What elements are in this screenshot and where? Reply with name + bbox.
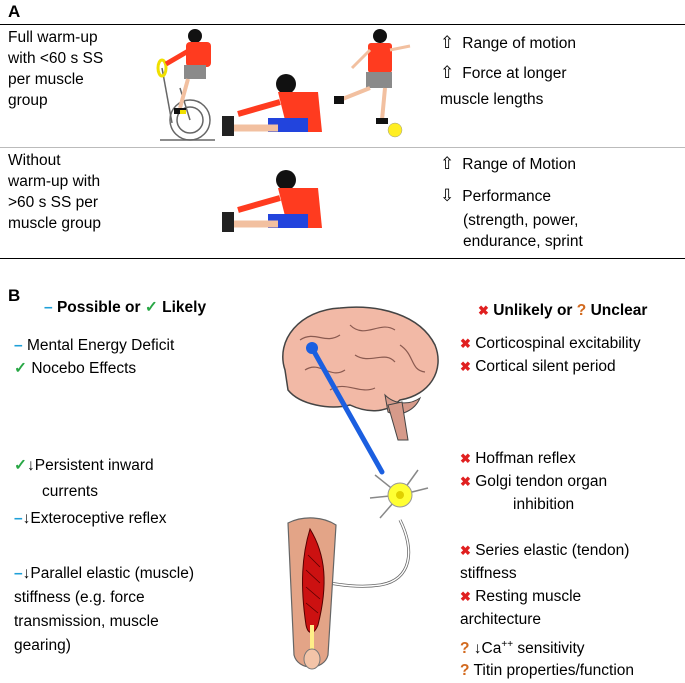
item-corticospinal: ✖ Corticospinal excitability [460,335,641,352]
item-persistent-inward-currents-cont: currents [42,483,98,500]
dash-icon: – [14,510,23,527]
sit-reach-figure-1 [222,74,322,136]
panel-a-top-rule [0,24,685,25]
cross-icon: ✖ [460,543,471,558]
cross-icon: ✖ [460,359,471,374]
up-arrow-icon: ⇧ [440,33,455,52]
corticospinal-tract-line [309,345,385,475]
panel-a-middle-rule [0,147,685,148]
panel-b-letter: B [8,286,21,305]
dash-icon: – [14,565,23,582]
item-series-elastic: ✖ Series elastic (tendon) [460,542,630,559]
row1-effect-force: ⇧Force at longer [440,63,567,82]
row1-effect-rom: ⇧Range of motion [440,33,576,52]
down-arrow-icon: ⇩ [440,186,455,205]
cross-icon: ✖ [460,336,471,351]
item-golgi: ✖ Golgi tendon organ [460,473,608,490]
motor-neuron-illustration [369,469,429,519]
check-icon: ✓ [14,457,27,474]
panel-a-bottom-rule [0,258,685,259]
row1-label: Full warm-up with <60 s SS per muscle gr… [8,29,104,109]
axon-line [323,519,411,588]
question-icon: ? [576,302,587,319]
brain-illustration [282,306,439,441]
row2-effect-detail: (strength, power, endurance, sprint [463,212,583,250]
check-icon: ✓ [144,299,158,316]
item-resting-architecture-cont: architecture [460,611,541,628]
item-resting-architecture: ✖ Resting muscle [460,588,582,605]
item-calcium-sensitivity: ? ↓Ca++ sensitivity [460,639,585,658]
row2-effect-rom: ⇧Range of Motion [440,154,576,173]
up-arrow-icon: ⇧ [440,154,455,173]
check-icon: ✓ [14,360,27,377]
cyclist-illustration [156,29,215,141]
dash-icon: – [14,337,23,354]
sit-reach-figure-2 [222,170,322,232]
question-icon: ? [460,640,470,658]
item-exteroceptive: –↓Exteroceptive reflex [14,510,167,527]
item-titin: ? Titin properties/function [460,662,635,679]
cross-icon: ✖ [460,451,471,466]
cross-icon: ✖ [460,589,471,604]
item-hoffman: ✖ Hoffman reflex [460,450,576,467]
right-heading: ✖ Unlikely or ? Unclear [478,302,648,319]
item-mental-energy: – Mental Energy Deficit [14,337,175,354]
row1-effect-force-cont: muscle lengths [440,91,544,108]
row2-effect-performance: ⇩Performance [440,186,551,205]
item-cortical-silent: ✖ Cortical silent period [460,358,616,375]
cross-icon: ✖ [478,303,489,318]
item-parallel-elastic: –↓Parallel elastic (muscle) stiffness (e… [14,565,195,654]
left-heading: – Possible or ✓ Likely [44,299,207,316]
leg-muscle-illustration [287,517,337,670]
item-series-elastic-cont: stiffness [460,565,517,582]
item-golgi-cont: inhibition [513,496,575,513]
panel-a-letter: A [8,2,21,21]
cross-icon: ✖ [460,474,471,489]
item-nocebo: ✓ Nocebo Effects [14,360,137,377]
dash-icon: – [44,299,53,316]
question-icon: ? [460,662,470,679]
row2-label: Without warm-up with >60 s SS per muscle… [8,152,102,232]
up-arrow-icon: ⇧ [440,63,455,82]
item-persistent-inward-currents: ✓↓Persistent inward [14,457,154,474]
soccer-kicker-figure [334,29,411,138]
